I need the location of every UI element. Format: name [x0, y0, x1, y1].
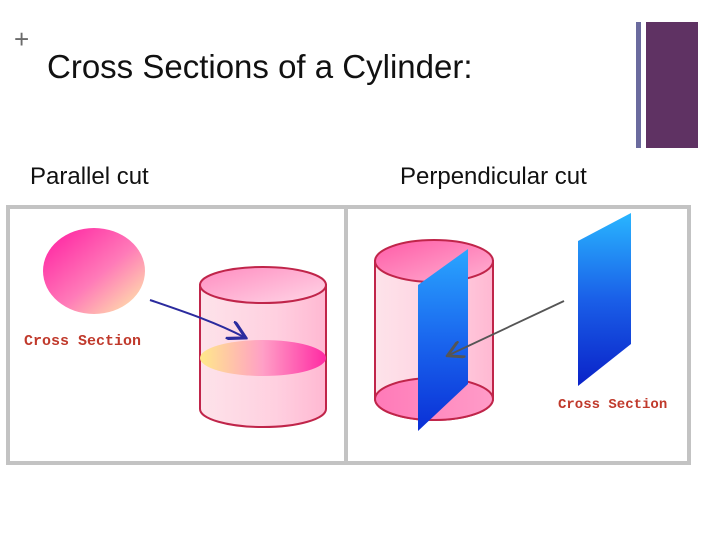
cross-section-label-perpendicular: Cross Section: [558, 397, 667, 413]
rectangular-cross-section: [578, 213, 631, 386]
perpendicular-cut-heading: Perpendicular cut: [400, 163, 587, 190]
accent-bar-thick: [646, 22, 698, 148]
perpendicular-cut-panel: Cross Section: [344, 205, 691, 465]
parallel-cut-diagram: Cross Section: [24, 228, 327, 428]
cross-section-oval: [43, 228, 145, 314]
arrow-to-section-perpendicular: [449, 300, 565, 355]
perpendicular-cut-diagram: Cross Section: [374, 213, 667, 431]
cylinder-parallel: [199, 266, 327, 428]
vertical-cut-plane: [418, 249, 468, 431]
plus-sign: +: [14, 24, 30, 54]
accent-bars: [636, 22, 698, 148]
arrow-to-section-parallel: [149, 299, 244, 337]
cylinder-perpendicular: [374, 239, 494, 431]
horizontal-cross-section: [200, 340, 326, 376]
slide-title: Cross Sections of a Cylinder:: [47, 48, 473, 85]
parallel-cut-panel: Cross Section: [6, 205, 348, 465]
accent-bar-thin: [636, 22, 641, 148]
parallel-cut-heading: Parallel cut: [30, 163, 149, 190]
cross-section-label-parallel: Cross Section: [24, 333, 141, 350]
